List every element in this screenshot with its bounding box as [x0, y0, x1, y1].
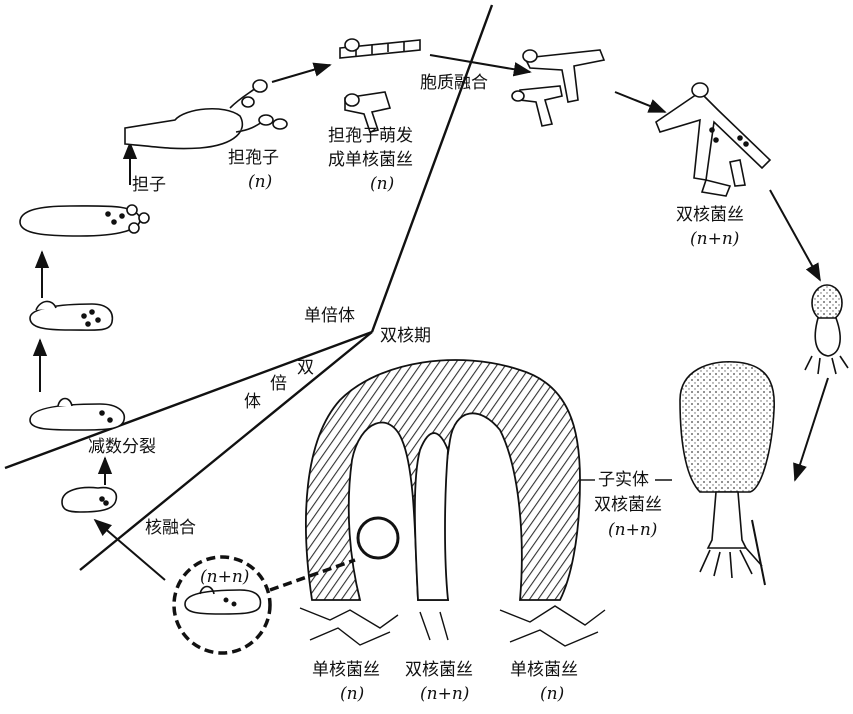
cycle-arrows: [32, 54, 829, 586]
phase-divider-lines: [4, 4, 494, 571]
label-haploid: 单倍体: [304, 306, 355, 326]
basidium-mature-icon: [124, 107, 244, 150]
label-bottom-mid: 双核菌丝: [405, 660, 473, 680]
arrow-mushroom-back: [751, 519, 766, 586]
dikaryon-hyphae-top: [655, 82, 772, 197]
arrow-to-mushroom: [793, 377, 829, 482]
primordium-icon: [804, 284, 849, 375]
label-plasmogamy: 胞质融合: [420, 73, 488, 93]
label-bottom-right-ploidy: (n): [540, 684, 565, 704]
label-bottom-right: 单核菌丝: [510, 660, 578, 680]
label-dikaryon-hyphae-top-ploidy: (n+n): [690, 229, 740, 249]
label-spore-germination-ploidy: (n): [370, 174, 395, 194]
arrow-plasmogamy: [429, 54, 532, 77]
arrow-to-primordium: [769, 189, 821, 282]
basidium-sterigmata-icon: [19, 205, 141, 237]
label-karyogamy: 核融合: [145, 518, 196, 538]
label-spore-germination-2: 成单核菌丝: [328, 150, 413, 170]
label-bottom-mid-ploidy: (n+n): [420, 684, 470, 704]
mature-mushroom-icon: [679, 360, 775, 579]
label-diploid-char-1: 双: [297, 358, 314, 378]
mycelium-network: [299, 605, 606, 647]
label-inset-ploidy: (n+n): [200, 567, 250, 587]
label-bottom-left-ploidy: (n): [340, 684, 365, 704]
inset-detail: [172, 555, 356, 655]
basidium-stages: [19, 79, 288, 513]
label-fruiting-body: 子实体: [598, 470, 649, 490]
label-fruiting-body-hyphae: 双核菌丝: [594, 495, 662, 515]
divider-lower-line: [79, 331, 373, 571]
arrow-spore-to-germination: [271, 62, 332, 83]
label-diploid-char-3: 体: [244, 392, 261, 412]
monokaryon-hyphae-top: [339, 38, 421, 133]
label-dikaryon-hyphae-top: 双核菌丝: [676, 205, 744, 225]
label-basidium: 担子: [132, 175, 166, 195]
label-dikaryon-phase: 双核期: [380, 326, 431, 346]
label-meiosis: 减数分裂: [88, 437, 156, 457]
basidium-karyogamy-icon: [61, 486, 118, 513]
arrow-inset-to-karyogamy: [93, 518, 166, 581]
label-diploid-char-2: 倍: [270, 374, 287, 394]
plasmogamy-hyphae: [511, 49, 606, 127]
label-spore-germination-1: 担孢子萌发: [328, 126, 413, 146]
label-basidiospore-ploidy: (n): [248, 172, 273, 192]
divider-top-line: [370, 4, 494, 333]
label-fruiting-body-ploidy: (n+n): [608, 520, 658, 540]
divider-left-line: [4, 330, 373, 470]
zoom-circle: [356, 516, 400, 560]
label-bottom-left: 单核菌丝: [312, 660, 380, 680]
basidium-meiosis-icon: [29, 403, 126, 431]
label-basidiospore: 担孢子: [228, 148, 279, 168]
fruiting-body-section: [305, 359, 581, 601]
arrow-dikaryon-growth: [614, 91, 667, 113]
